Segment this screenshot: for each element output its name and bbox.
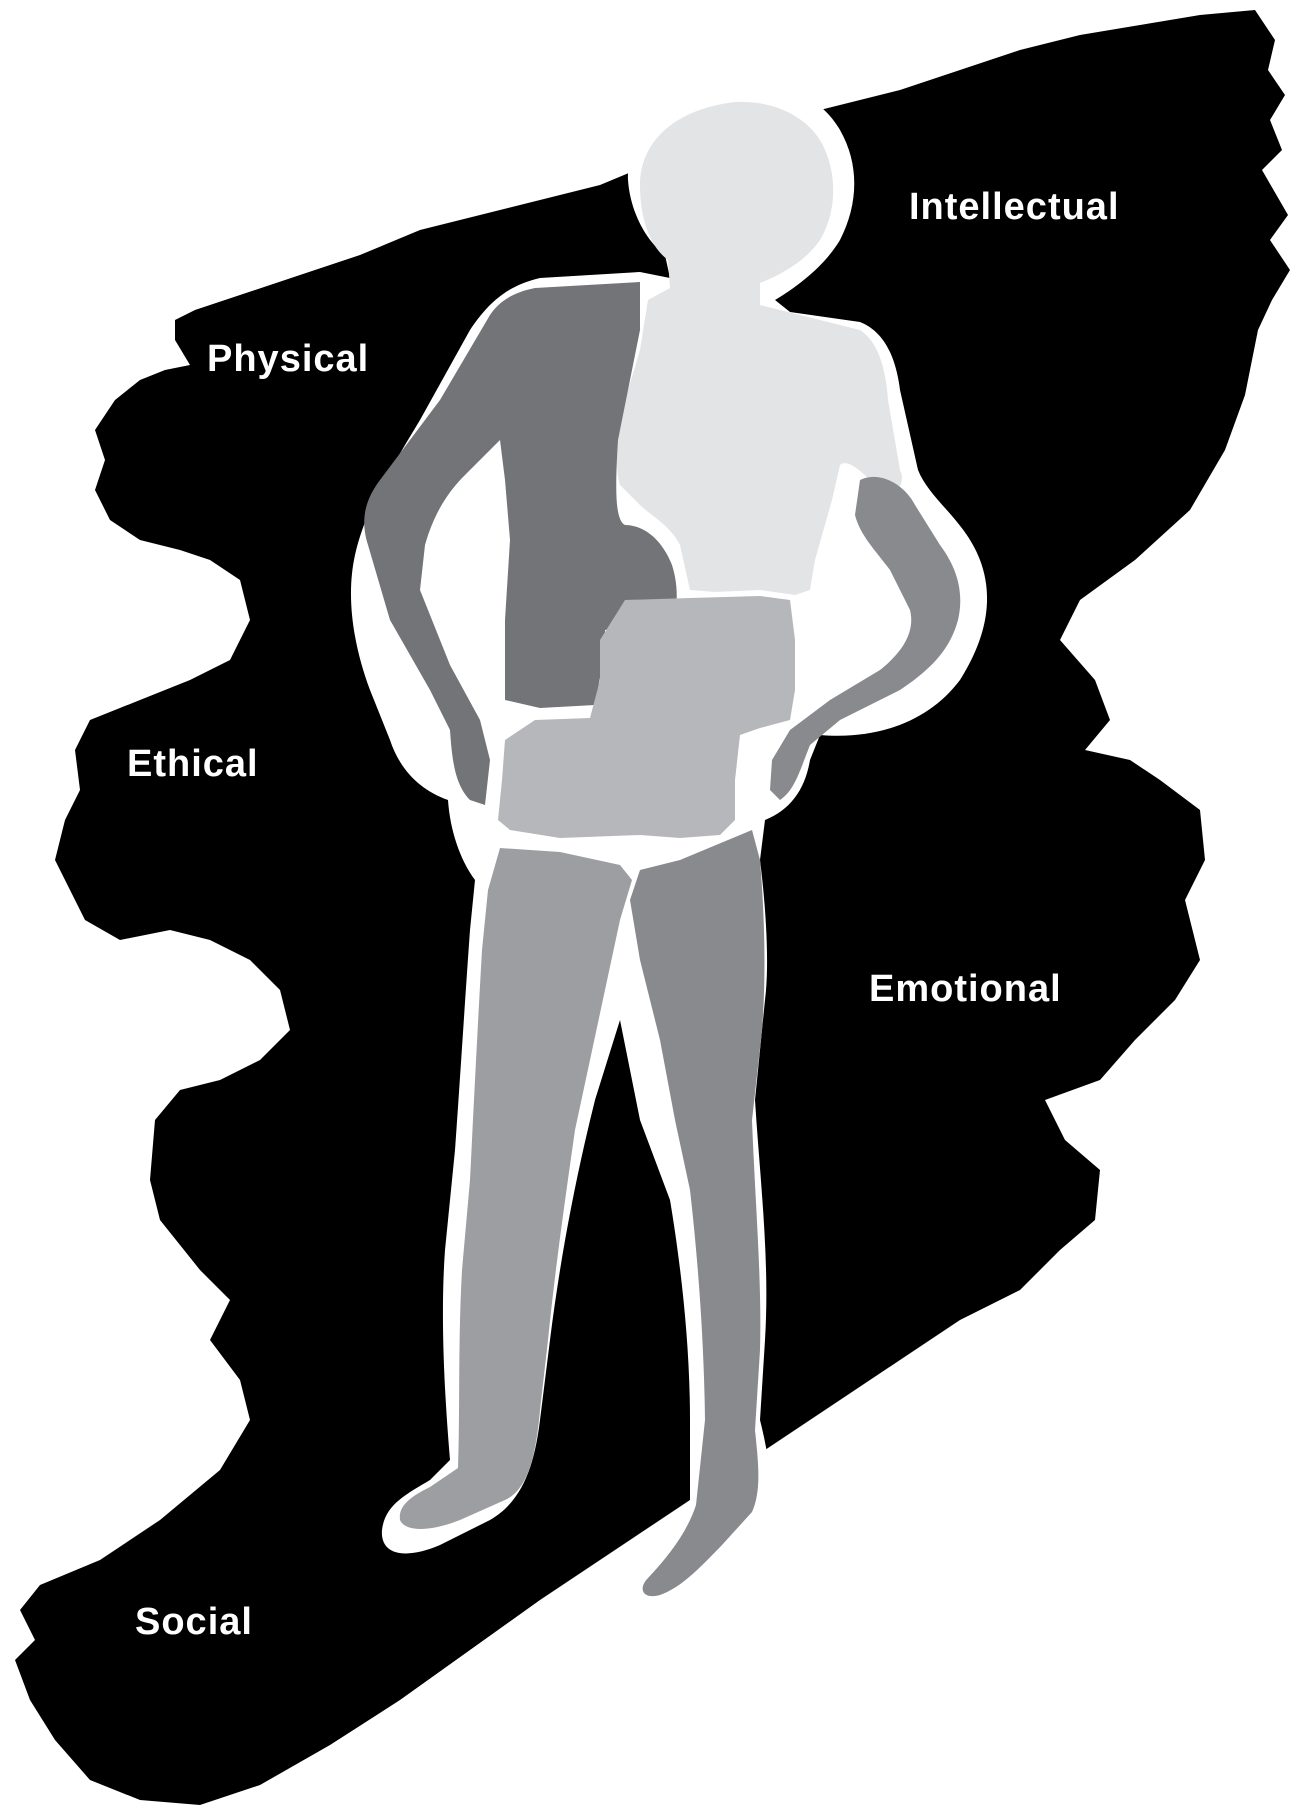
label-emotional: Emotional [869,968,1062,1011]
label-ethical: Ethical [127,743,259,786]
label-intellectual: Intellectual [909,186,1120,229]
label-physical: Physical [207,338,369,381]
label-social: Social [135,1601,253,1644]
